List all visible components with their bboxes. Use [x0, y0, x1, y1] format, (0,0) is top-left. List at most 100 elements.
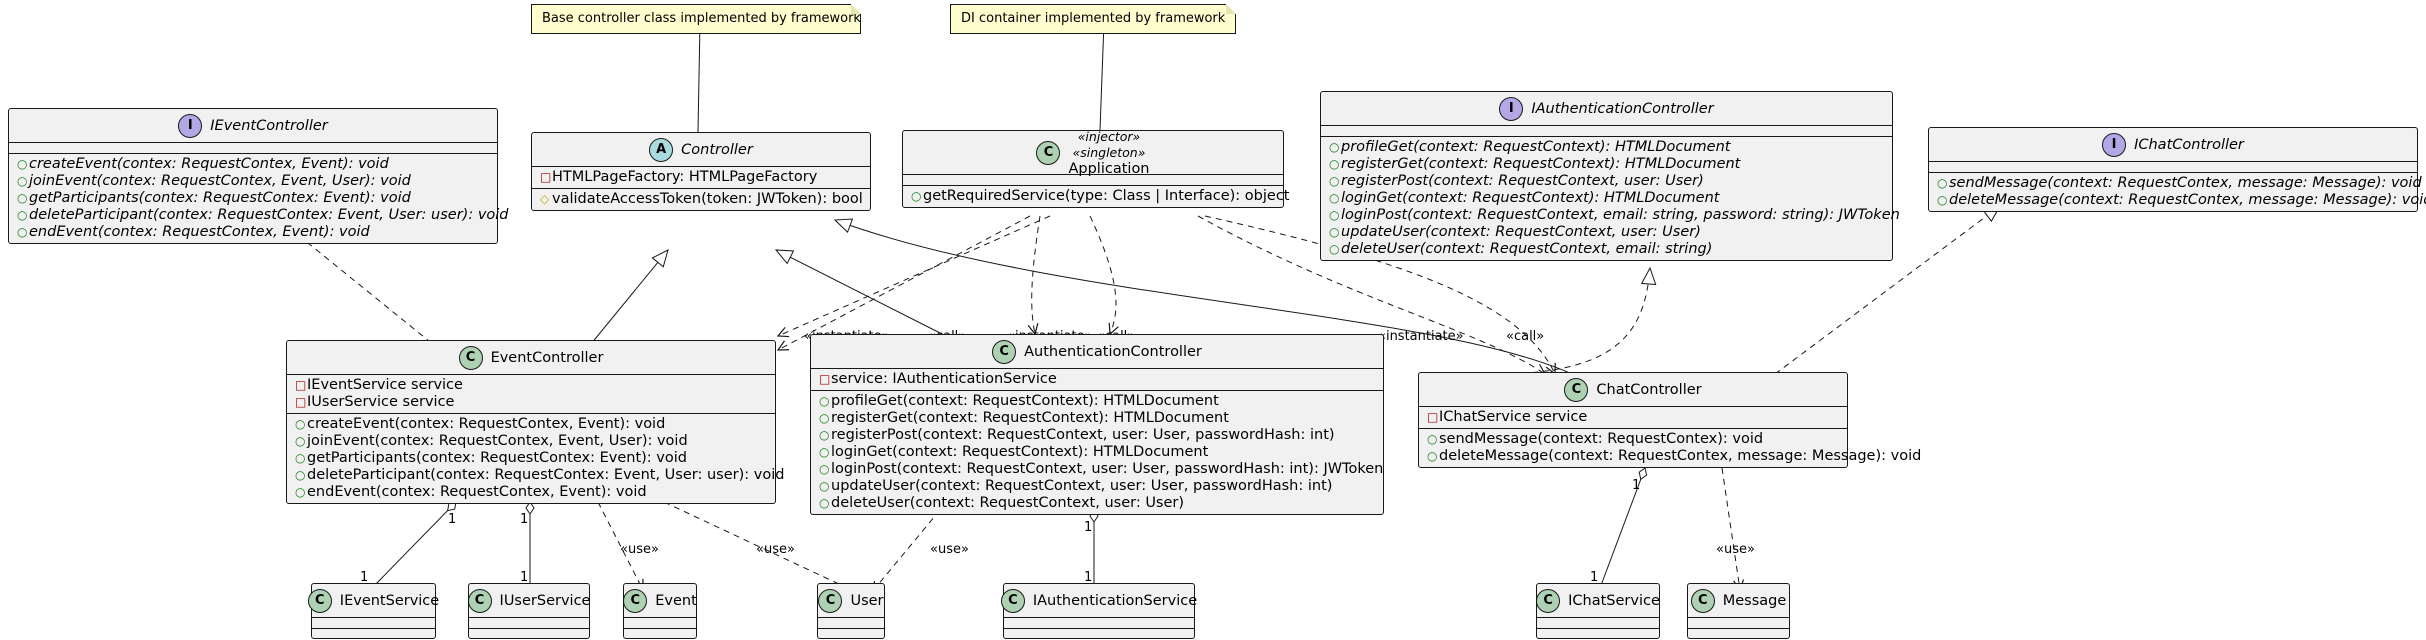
- class-method: ○registerPost(context: RequestContext, u…: [1329, 173, 1884, 190]
- public-visibility-icon: ○: [819, 496, 830, 510]
- class-kind-icon: I: [2102, 132, 2127, 157]
- class-name: Event: [655, 592, 697, 609]
- public-visibility-icon: ○: [819, 479, 830, 493]
- class-methods: ○getRequiredService(type: Class | Interf…: [903, 185, 1289, 207]
- member-text: IUserService service: [307, 394, 455, 410]
- mult-event-target: 1: [360, 570, 369, 585]
- member-text: IEventService service: [307, 377, 463, 393]
- class-method: ○deleteUser(context: RequestContext, use…: [819, 495, 1375, 512]
- class-name: IAuthenticationController: [1531, 100, 1714, 117]
- class-field: □HTMLPageFactory: HTMLPageFactory: [540, 169, 862, 186]
- class-method: ○loginGet(context: RequestContext): HTML…: [819, 444, 1375, 461]
- member-text: loginGet(context: RequestContext): HTMLD…: [831, 444, 1209, 460]
- note-controller: Base controller class implemented by fra…: [531, 4, 861, 34]
- member-text: IChatService service: [1439, 409, 1588, 425]
- class-title: IUserService: [500, 593, 591, 609]
- member-text: updateUser(context: RequestContext, user…: [831, 478, 1333, 494]
- class-name: IUserService: [499, 592, 591, 609]
- class-name: AuthenticationController: [1024, 343, 1202, 360]
- class-method: ○updateUser(context: RequestContext, use…: [1329, 224, 1884, 241]
- class-header: C AuthenticationController: [811, 335, 1383, 369]
- public-visibility-icon: ○: [1329, 208, 1340, 222]
- class-kind-icon: C: [1000, 588, 1025, 613]
- public-visibility-icon: ○: [1329, 157, 1340, 171]
- class-method: ○deleteParticipant(contex: RequestContex…: [17, 207, 509, 224]
- class-method: ○deleteUser(context: RequestContext, ema…: [1329, 241, 1884, 258]
- class-method: ○sendMessage(context: RequestContex): vo…: [1427, 431, 1839, 448]
- class-kind-icon: C: [307, 588, 332, 613]
- member-text: deleteParticipant(contex: RequestContex:…: [29, 207, 509, 223]
- class-methods: ○sendMessage(context: RequestContex, mes…: [1929, 172, 2426, 211]
- class-method: ○deleteParticipant(contex: RequestContex…: [295, 467, 784, 484]
- label-use-message: «use»: [1716, 542, 1755, 557]
- label-use-user-1: «use»: [756, 542, 795, 557]
- public-visibility-icon: ○: [295, 434, 306, 448]
- instantiate-eventcontroller: [778, 215, 1031, 350]
- class-method: ○endEvent(contex: RequestContex, Event):…: [17, 224, 489, 241]
- note-connector-controller: [682, 21, 701, 133]
- class-fields: □IEventService service□IUserService serv…: [287, 375, 775, 413]
- public-visibility-icon: ○: [819, 428, 830, 442]
- class-ichatcontroller[interactable]: I IChatController ○sendMessage(context: Re…: [1928, 127, 2426, 212]
- class-kind-icon: C: [467, 588, 492, 613]
- class-name: IChatService: [1568, 592, 1660, 609]
- member-text: deleteUser(context: RequestContext, emai…: [1341, 241, 1713, 257]
- class-title: IChatService: [1568, 593, 1660, 609]
- mult-user-target: 1: [520, 570, 529, 585]
- class-title: IChatController: [2134, 137, 2244, 153]
- class-title: AuthenticationController: [1024, 344, 1202, 360]
- member-text: deleteMessage(context: RequestContex, me…: [1439, 448, 1922, 464]
- class-method: ○deleteMessage(context: RequestContex, m…: [1427, 448, 1921, 465]
- public-visibility-icon: ○: [17, 157, 28, 171]
- use-chatcontroller-message: [1721, 467, 1740, 590]
- class-fields: □IChatService service: [1419, 407, 1847, 428]
- use-authcontroller-user: [872, 509, 941, 592]
- class-name: Application: [1068, 160, 1150, 177]
- class-methods: ○profileGet(context: RequestContext): HT…: [1321, 136, 1900, 260]
- class-chatcontroller[interactable]: C ChatController □IChatService service ○sen…: [1418, 372, 1921, 468]
- class-name: User: [850, 592, 884, 609]
- class-fields: [903, 175, 1283, 185]
- public-visibility-icon: ○: [1329, 140, 1340, 154]
- class-iuserservice[interactable]: C IUserService: [467, 583, 591, 639]
- public-visibility-icon: ○: [1329, 191, 1340, 205]
- class-field: □IUserService service: [295, 394, 767, 411]
- class-kind-icon: C: [1564, 377, 1589, 402]
- member-text: service: IAuthenticationService: [831, 371, 1057, 387]
- class-kind-icon: C: [992, 339, 1017, 364]
- public-visibility-icon: ○: [1329, 225, 1340, 239]
- class-name: EventController: [490, 349, 604, 366]
- class-title: Controller: [681, 142, 753, 158]
- class-method: ○createEvent(contex: RequestContex, Even…: [295, 416, 767, 433]
- member-text: loginPost(context: RequestContext, email…: [1341, 207, 1900, 223]
- class-name: ChatController: [1596, 381, 1702, 398]
- member-text: getParticipants(contex: RequestContex: E…: [307, 450, 687, 466]
- class-application[interactable]: C«injector»«singleton»Application○getReq…: [902, 129, 1289, 208]
- class-fields: [1004, 618, 1194, 628]
- mult-chat-owner: 1: [1632, 478, 1641, 493]
- public-visibility-icon: ○: [1427, 449, 1438, 463]
- class-header: C IUserService: [467, 584, 591, 618]
- member-text: HTMLPageFactory: HTMLPageFactory: [552, 169, 818, 185]
- class-method: ○loginGet(context: RequestContext): HTML…: [1329, 190, 1884, 207]
- class-fields: [1688, 618, 1789, 628]
- class-method: ○getParticipants(contex: RequestContex: …: [17, 190, 489, 207]
- class-fields: [818, 618, 884, 628]
- protected-visibility-icon: ◇: [540, 192, 550, 206]
